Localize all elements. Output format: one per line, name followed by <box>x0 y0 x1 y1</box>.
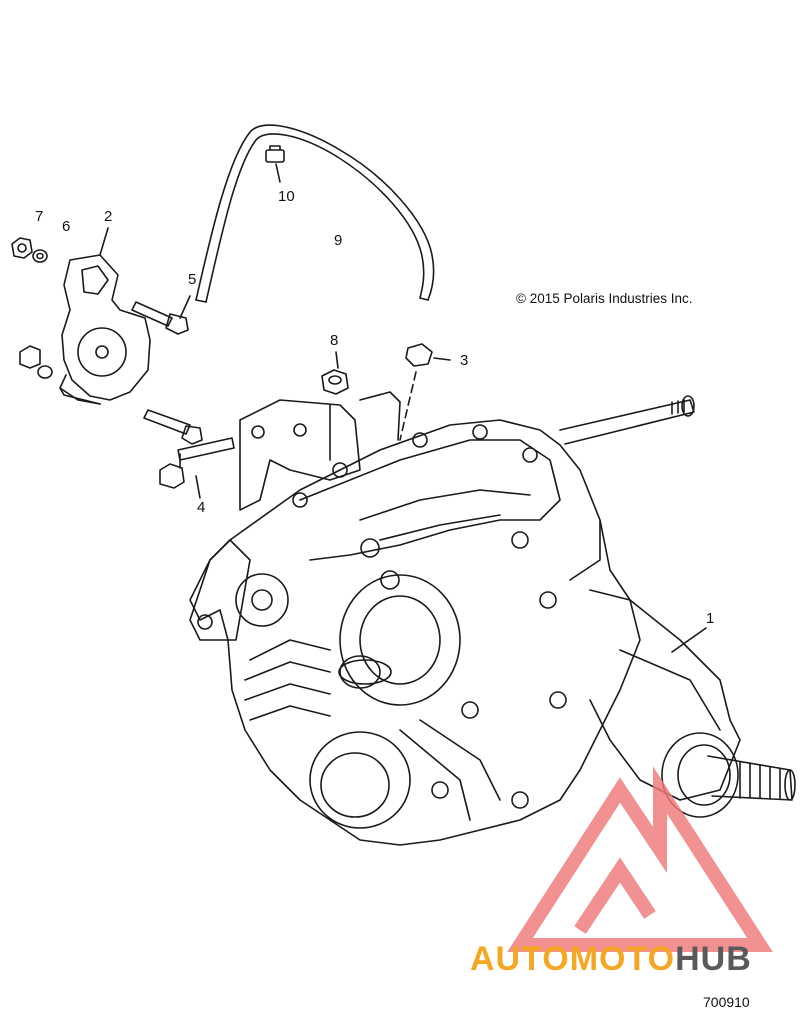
callout-7: 7 <box>35 208 44 225</box>
gear-position-sensor <box>59 227 151 405</box>
clip-3 <box>399 343 451 441</box>
nut-washer-group <box>11 237 53 379</box>
copyright-notice: © 2015 Polaris Industries Inc. <box>516 291 693 306</box>
hose-clip <box>265 145 285 183</box>
callout-3: 3 <box>460 352 469 369</box>
callout-8: 8 <box>330 332 339 349</box>
watermark-text: AUTOMOTOHUB <box>470 940 752 979</box>
watermark-auto: AUTO <box>470 940 570 978</box>
callout-4: 4 <box>197 499 206 516</box>
watermark-triangle <box>507 766 773 952</box>
nut-8 <box>321 351 349 395</box>
watermark-moto: MOTO <box>569 940 676 978</box>
vent-hose <box>195 124 435 303</box>
callout-10: 10 <box>278 188 295 205</box>
watermark-hub: HUB <box>675 940 752 978</box>
callout-1: 1 <box>706 610 715 627</box>
bolt-5 <box>131 295 191 335</box>
callout-9: 9 <box>334 232 343 249</box>
transmission-assembly <box>189 391 796 846</box>
callout-2: 2 <box>104 208 113 225</box>
diagram-id: 700910 <box>703 994 750 1010</box>
callout-6: 6 <box>62 218 71 235</box>
callout-5: 5 <box>188 271 197 288</box>
bolt-4 <box>143 409 235 499</box>
